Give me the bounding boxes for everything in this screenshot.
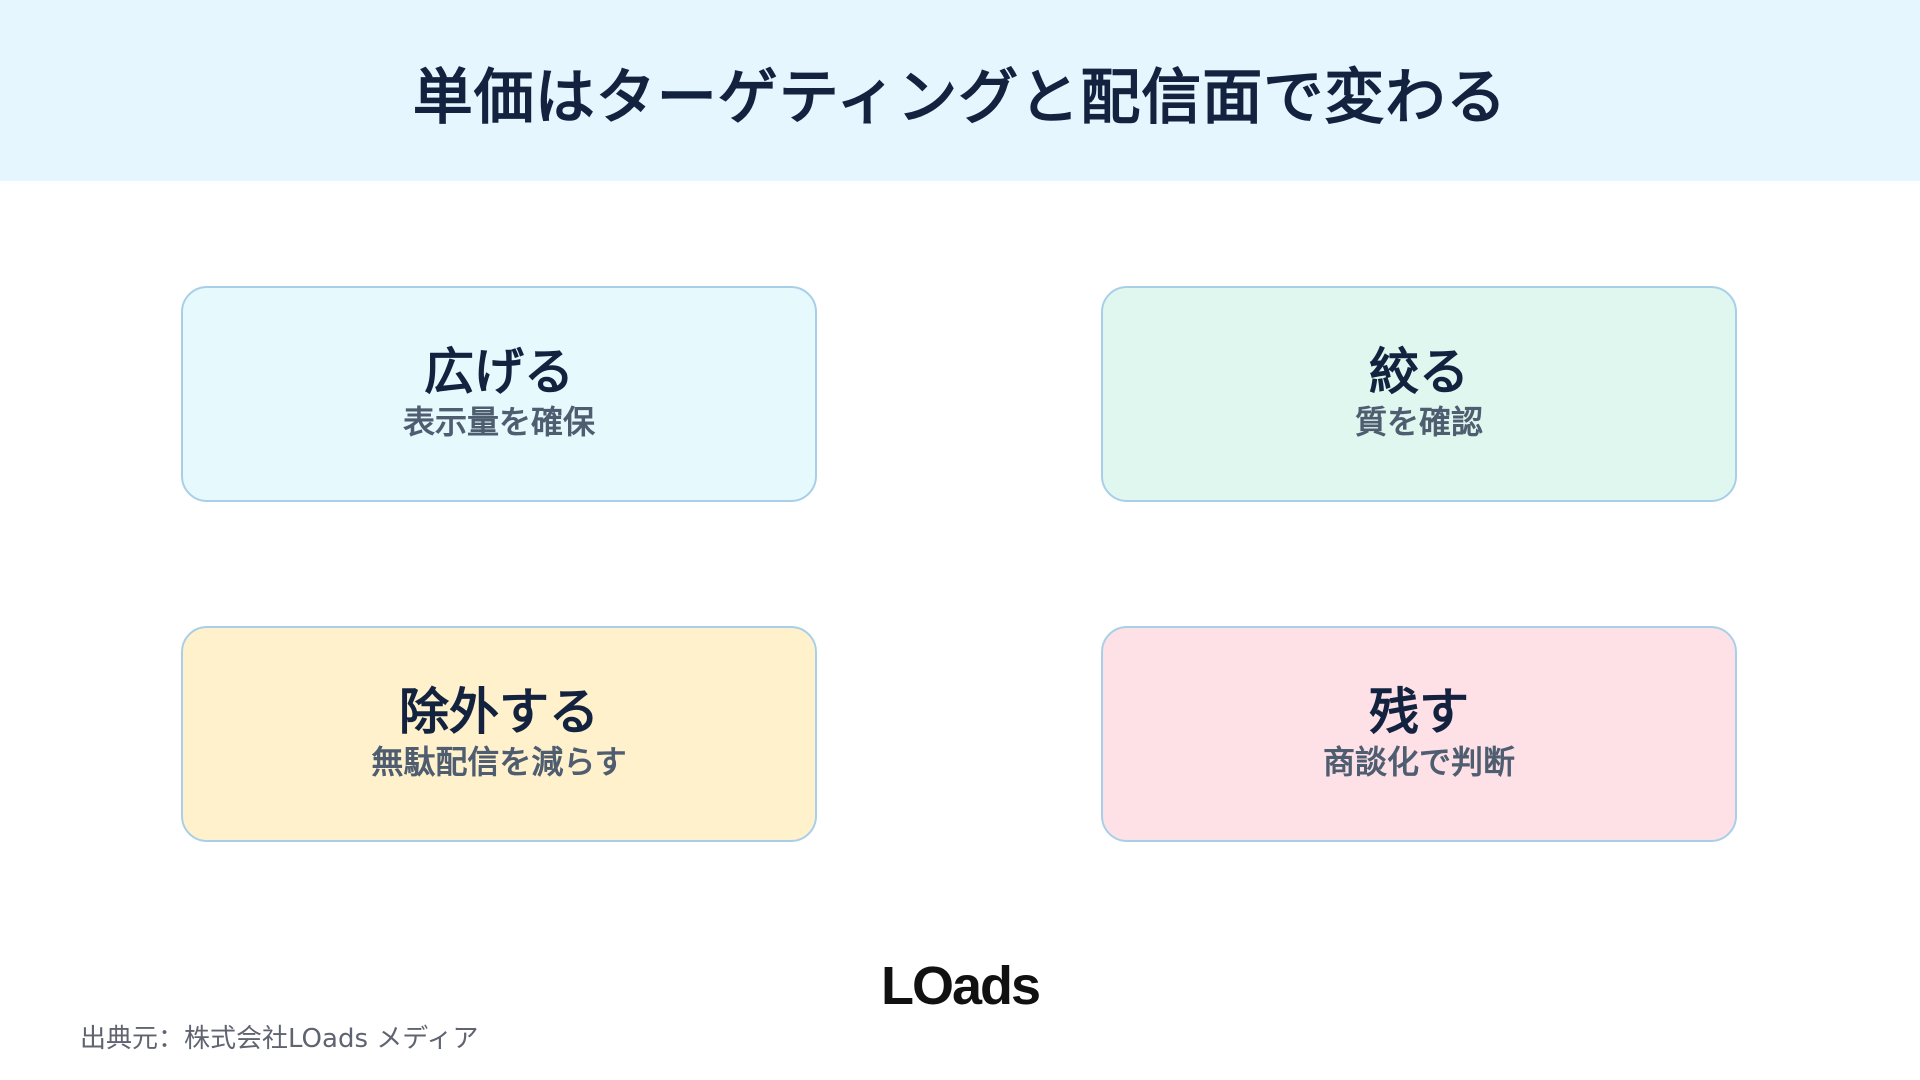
card-subtitle: 表示量を確保 [402, 402, 595, 441]
card-title: 残す [1369, 682, 1469, 741]
source-credit: 出典元：株式会社LOads メディア [80, 1024, 479, 1054]
loads-logo: LOads [880, 956, 1041, 1016]
page-title: 単価はターゲティングと配信面で変わる [412, 63, 1508, 133]
card-subtitle: 質を確認 [1354, 402, 1483, 441]
card-narrow: 絞る 質を確認 [1101, 286, 1737, 502]
card-keep: 残す 商談化で判断 [1101, 626, 1737, 842]
card-title: 絞る [1369, 342, 1469, 401]
card-subtitle: 商談化で判断 [1322, 742, 1515, 781]
card-exclude: 除外する 無駄配信を減らす [181, 626, 817, 842]
header-banner: 単価はターゲティングと配信面で変わる [0, 0, 1920, 181]
card-expand: 広げる 表示量を確保 [181, 286, 817, 502]
card-subtitle: 無駄配信を減らす [371, 742, 627, 781]
card-title: 除外する [399, 682, 599, 741]
card-title: 広げる [424, 342, 574, 401]
